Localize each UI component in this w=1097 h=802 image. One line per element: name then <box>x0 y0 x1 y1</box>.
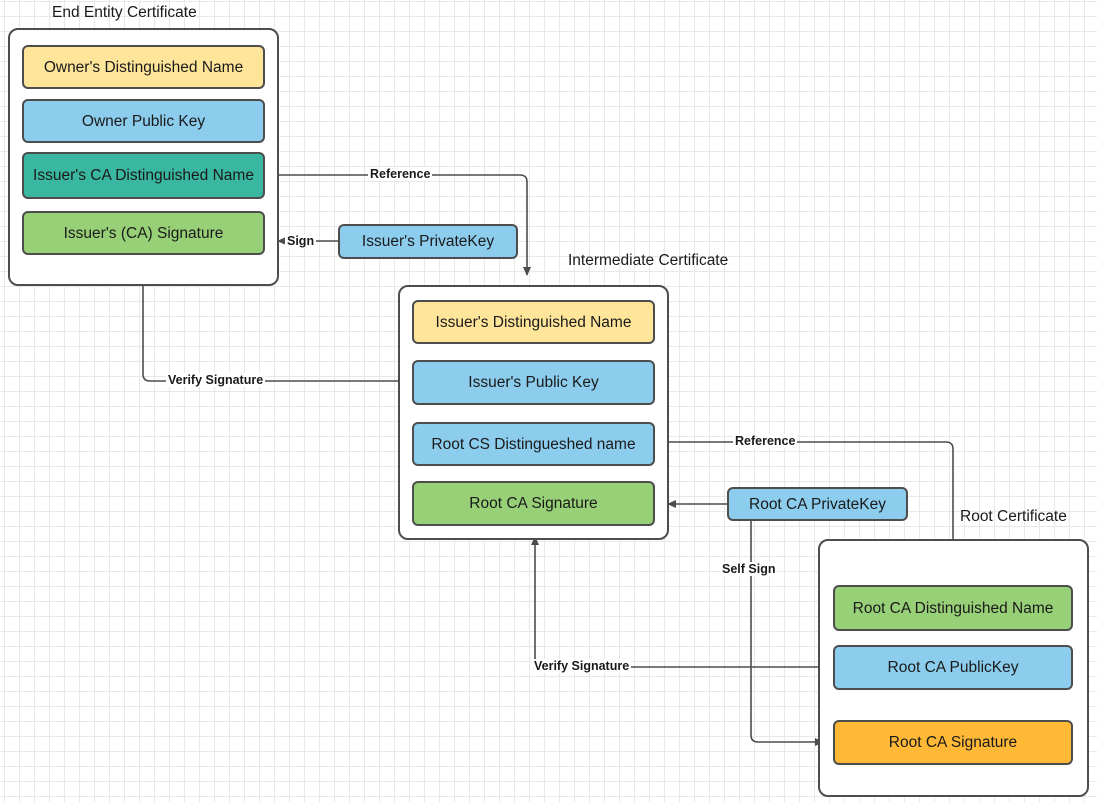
node-root-ca-signature-intermediate[interactable]: Root CA Signature <box>412 481 655 526</box>
node-owners-distinguished-name[interactable]: Owner's Distinguished Name <box>22 45 265 89</box>
edge-label-sign-end-entity: Sign <box>285 234 317 248</box>
node-issuers-distinguished-name[interactable]: Issuer's Distinguished Name <box>412 300 655 344</box>
node-issuers-ca-distinguished-name[interactable]: Issuer's CA Distinguished Name <box>22 152 265 199</box>
edge-label-verify-signature-end-entity: Verify Signature <box>166 373 266 387</box>
node-issuers-public-key[interactable]: Issuer's Public Key <box>412 360 655 405</box>
edge-self-sign <box>750 521 824 746</box>
node-root-ca-distinguished-name[interactable]: Root CA Distinguished Name <box>833 585 1073 631</box>
node-issuers-ca-signature[interactable]: Issuer's (CA) Signature <box>22 211 265 255</box>
node-root-ca-signature-root[interactable]: Root CA Signature <box>833 720 1073 765</box>
title-intermediate-certificate: Intermediate Certificate <box>568 252 729 269</box>
title-root-certificate: Root Certificate <box>960 508 1067 525</box>
edge-label-verify-signature-intermediate: Verify Signature <box>532 659 632 673</box>
title-end-entity-certificate: End Entity Certificate <box>52 4 197 21</box>
edge-label-reference-end-entity: Reference <box>368 167 433 181</box>
node-owner-public-key[interactable]: Owner Public Key <box>22 99 265 143</box>
node-root-ca-publickey[interactable]: Root CA PublicKey <box>833 645 1073 690</box>
edge-label-reference-intermediate: Reference <box>733 434 798 448</box>
node-issuers-privatekey[interactable]: Issuer's PrivateKey <box>338 224 518 259</box>
edge-label-self-sign: Self Sign <box>720 562 778 576</box>
edge-verify-signature-intermediate <box>531 536 833 668</box>
node-root-cs-distingueshed-name[interactable]: Root CS Distingueshed name <box>412 422 655 466</box>
node-root-ca-privatekey[interactable]: Root CA PrivateKey <box>727 487 908 521</box>
